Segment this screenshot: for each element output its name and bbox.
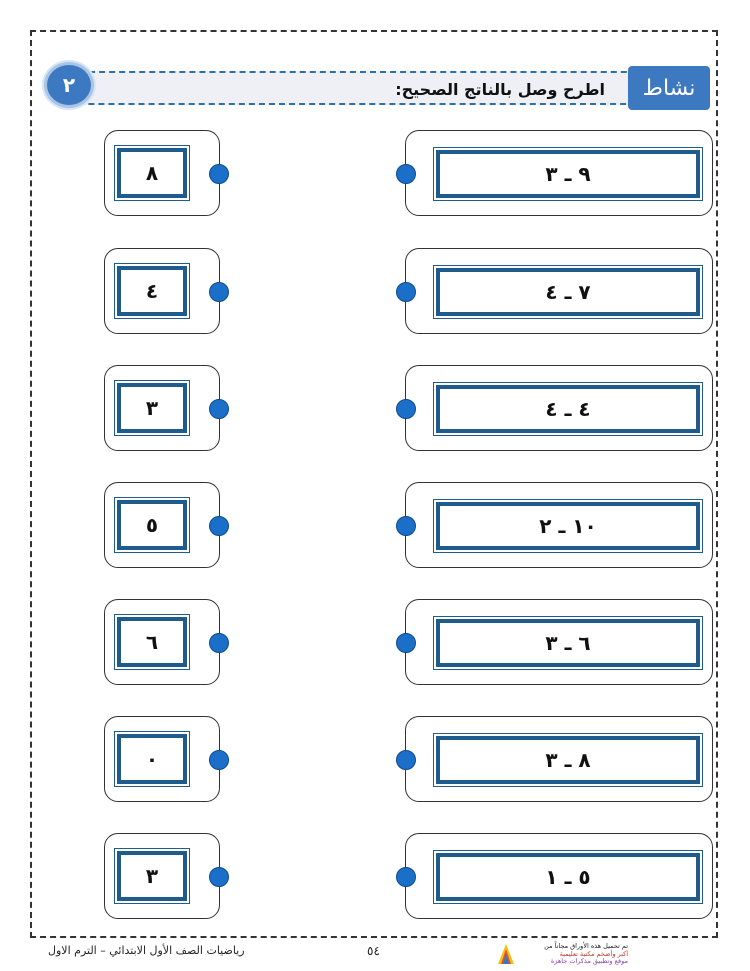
answer-box: ٣	[114, 380, 190, 436]
answer-box: ٦	[114, 614, 190, 670]
connector-dot[interactable]	[209, 399, 229, 419]
site-logo-icon	[498, 944, 514, 964]
expression-box: ٩ ـ ٣	[433, 147, 703, 201]
answer-box: ٠	[114, 731, 190, 787]
answer-box: ٨	[114, 145, 190, 201]
connector-dot[interactable]	[396, 516, 416, 536]
answer-box: ٣	[114, 848, 190, 904]
instruction-text: اطرح وصل بالناتج الصحيح:	[395, 80, 605, 99]
expression-box: ٦ ـ ٣	[433, 616, 703, 670]
expression-card: ٥ ـ ١	[396, 833, 713, 919]
credit-line-3: موقع وتطبيق مذكرات جاهزة	[550, 957, 628, 965]
activity-label: نشاط	[628, 66, 710, 110]
connector-dot[interactable]	[396, 750, 416, 770]
connector-dot[interactable]	[209, 282, 229, 302]
expression-card: ٦ ـ ٣	[396, 599, 713, 685]
page-frame	[30, 30, 718, 938]
expression-box: ١٠ ـ ٢	[433, 499, 703, 553]
connector-dot[interactable]	[209, 516, 229, 536]
answer-box: ٤	[114, 263, 190, 319]
answer-box: ٥	[114, 497, 190, 553]
connector-dot[interactable]	[209, 867, 229, 887]
expression-box: ٥ ـ ١	[433, 850, 703, 904]
connector-dot[interactable]	[396, 399, 416, 419]
answer-card: ٤	[104, 248, 229, 334]
connector-dot[interactable]	[209, 164, 229, 184]
answer-card: ٨	[104, 130, 229, 216]
activity-number-badge: ٢	[44, 62, 94, 108]
connector-dot[interactable]	[396, 633, 416, 653]
expression-box: ٨ ـ ٣	[433, 733, 703, 787]
answer-card: ٣	[104, 365, 229, 451]
connector-dot[interactable]	[396, 282, 416, 302]
answer-card: ٣	[104, 833, 229, 919]
expression-card: ١٠ ـ ٢	[396, 482, 713, 568]
credit-line-1: تم تحميل هذه الأوراق مجاناً من	[544, 942, 628, 950]
expression-box: ٤ ـ ٤	[433, 382, 703, 436]
answer-card: ٦	[104, 599, 229, 685]
expression-card: ٧ ـ ٤	[396, 248, 713, 334]
expression-card: ٤ ـ ٤	[396, 365, 713, 451]
connector-dot[interactable]	[209, 633, 229, 653]
footer-title: رياضيات الصف الأول الابتدائي – الترم الا…	[48, 944, 245, 957]
expression-card: ٩ ـ ٣	[396, 130, 713, 216]
instruction-bar	[65, 71, 645, 105]
connector-dot[interactable]	[396, 164, 416, 184]
credit-line-2: أكبر وأضخم مكتبة تعليمية	[559, 949, 628, 958]
answer-card: ٥	[104, 482, 229, 568]
page-number: ٥٤	[367, 944, 380, 958]
connector-dot[interactable]	[396, 867, 416, 887]
footer-credit: تم تحميل هذه الأوراق مجاناً من أكبر وأضخ…	[518, 942, 628, 966]
expression-box: ٧ ـ ٤	[433, 265, 703, 319]
answer-card: ٠	[104, 716, 229, 802]
expression-card: ٨ ـ ٣	[396, 716, 713, 802]
connector-dot[interactable]	[209, 750, 229, 770]
